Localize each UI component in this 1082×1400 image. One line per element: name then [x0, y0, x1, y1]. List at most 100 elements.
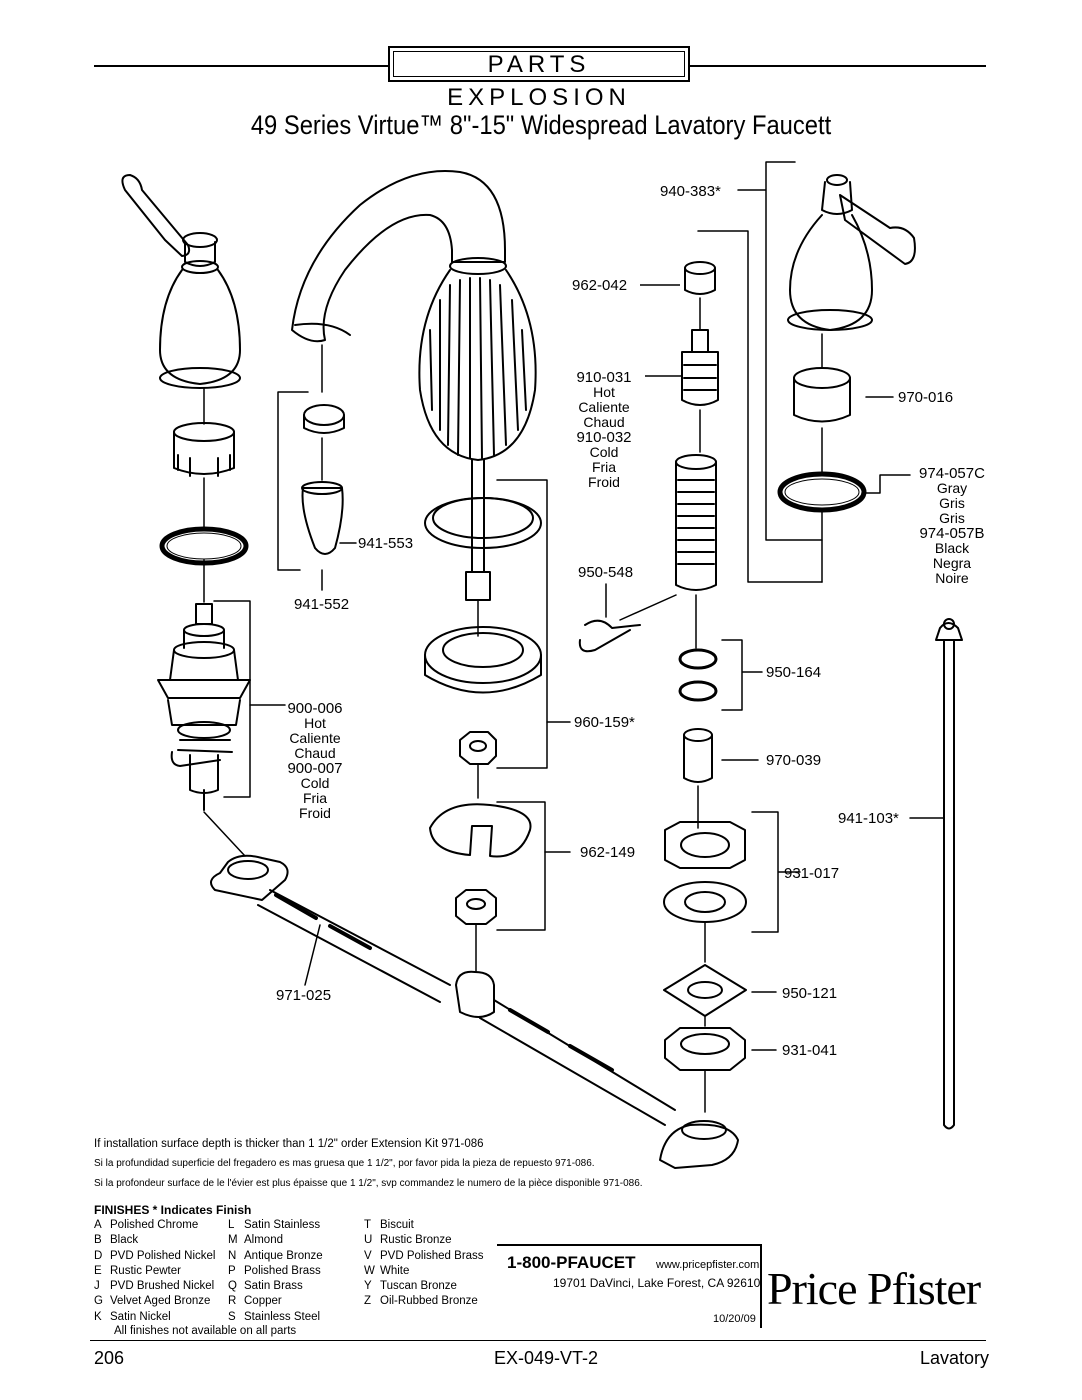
- finish-name: PVD Polished Brass: [380, 1249, 484, 1262]
- contact-box: [497, 1244, 762, 1328]
- finish-name: White: [380, 1264, 410, 1277]
- right-lever-handle: [787, 174, 916, 331]
- o-ring-2: [678, 680, 718, 702]
- label-941-553: 941-553: [358, 535, 414, 552]
- finish-name: Oil-Rubbed Bronze: [380, 1295, 478, 1308]
- finish-code: U: [364, 1234, 373, 1247]
- label-940-383: 940-383*: [660, 183, 721, 200]
- finish-item: N Antique Bronze: [228, 1249, 323, 1264]
- label-962-042: 962-042: [572, 277, 628, 294]
- right-cartridge: [681, 329, 719, 406]
- finish-name: Almond: [244, 1234, 283, 1247]
- spout-hex-nut: [459, 731, 497, 765]
- finish-name: Stainless Steel: [244, 1310, 321, 1323]
- left-bonnet-nut: [173, 422, 235, 477]
- finish-name: PVD Brushed Nickel: [110, 1280, 215, 1293]
- finishes-title: FINISHES * Indicates Finish: [94, 1203, 252, 1217]
- finish-item: W White: [364, 1264, 484, 1279]
- label-941-103: 941-103*: [838, 810, 899, 827]
- finish-code: D: [94, 1249, 103, 1262]
- finish-item: B Black: [94, 1233, 215, 1248]
- finish-code: W: [364, 1264, 375, 1277]
- finish-name: Satin Stainless: [244, 1219, 321, 1231]
- horseshoe-washer: [429, 803, 532, 858]
- label-950-164: 950-164: [766, 664, 822, 681]
- finish-name: Polished Chrome: [110, 1219, 199, 1231]
- finish-code: A: [94, 1219, 102, 1231]
- finish-code: K: [94, 1310, 102, 1323]
- tee-connector-and-hoses: [210, 854, 739, 1169]
- parts-explosion-banner: PARTS EXPLOSION: [388, 46, 690, 111]
- finish-code: E: [94, 1264, 102, 1277]
- footer-rule: [90, 1340, 986, 1341]
- spout-lock-nut: [455, 889, 497, 925]
- label-900-006: 900-006 Hot Caliente Chaud 900-007 Cold …: [287, 700, 343, 821]
- right-bonnet-nut: [793, 367, 851, 423]
- label-971-025: 971-025: [276, 987, 332, 1004]
- label-931-017: 931-017: [784, 865, 840, 882]
- finish-code: G: [94, 1295, 103, 1308]
- finishes-footnote: All finishes not available on all parts: [114, 1325, 297, 1337]
- spout-mounting-ring: [424, 626, 542, 694]
- left-valve-cartridge: [157, 603, 251, 811]
- page-number: 206: [94, 1348, 125, 1368]
- label-931-041: 931-041: [782, 1042, 838, 1059]
- document-code: EX-049-VT-2: [494, 1348, 599, 1368]
- right-lower-bushing: [683, 728, 759, 783]
- label-950-548: 950-548: [578, 564, 634, 581]
- o-ring-1: [678, 648, 718, 670]
- left-lever-handle: [121, 174, 241, 389]
- finish-item: A Polished Chrome: [94, 1218, 215, 1233]
- finish-name: PVD Polished Nickel: [110, 1249, 216, 1262]
- finish-code: V: [364, 1249, 372, 1262]
- finish-code: R: [228, 1295, 237, 1308]
- finish-item: L Satin Stainless: [228, 1218, 323, 1233]
- note-french: Si la profondeur surface de le l'évier e…: [94, 1178, 643, 1189]
- finish-code: N: [228, 1249, 237, 1262]
- finish-name: Satin Brass: [244, 1280, 303, 1293]
- website[interactable]: www.pricepfister.com: [656, 1259, 760, 1271]
- left-o-ring: [159, 526, 249, 566]
- finish-name: Tuscan Bronze: [380, 1280, 457, 1293]
- finish-name: Copper: [244, 1295, 282, 1308]
- label-970-016: 970-016: [898, 389, 954, 406]
- brand-logo: Price Pfister: [767, 1263, 981, 1314]
- square-gasket: [663, 964, 777, 1017]
- finish-item: E Rustic Pewter: [94, 1264, 215, 1279]
- page-title: 49 Series Virtue™ 8"-15" Widespread Lava…: [250, 110, 832, 140]
- aerator: [301, 404, 345, 555]
- finish-name: Biscuit: [380, 1219, 414, 1231]
- label-962-149: 962-149: [580, 844, 636, 861]
- finish-code: B: [94, 1234, 102, 1247]
- header-rule-right: [690, 65, 986, 67]
- finish-code: Q: [228, 1280, 237, 1293]
- label-974-057: 974-057C Gray Gris Gris 974-057B Black N…: [919, 465, 985, 586]
- label-941-552: 941-552: [294, 596, 350, 613]
- label-950-121: 950-121: [782, 985, 838, 1002]
- finish-name: Rustic Pewter: [110, 1264, 181, 1277]
- finish-code: Z: [364, 1295, 372, 1308]
- finish-name: Satin Nickel: [110, 1310, 171, 1323]
- label-960-159: 960-159*: [574, 714, 635, 731]
- retaining-clip: [578, 594, 677, 653]
- finish-code: L: [228, 1219, 235, 1231]
- finish-name: Black: [110, 1234, 139, 1247]
- finish-code: P: [228, 1264, 236, 1277]
- right-mounting-nut: [664, 1027, 777, 1071]
- finish-code: T: [364, 1219, 372, 1231]
- right-valve-body: [675, 454, 717, 591]
- address: 19701 DaVinci, Lake Forest, CA 92610: [553, 1276, 761, 1290]
- category-label: Lavatory: [920, 1348, 990, 1368]
- header-rule-left: [94, 65, 388, 67]
- finish-item: Q Satin Brass: [228, 1279, 323, 1294]
- finish-item: V PVD Polished Brass: [364, 1249, 484, 1264]
- finish-name: Antique Bronze: [244, 1249, 323, 1262]
